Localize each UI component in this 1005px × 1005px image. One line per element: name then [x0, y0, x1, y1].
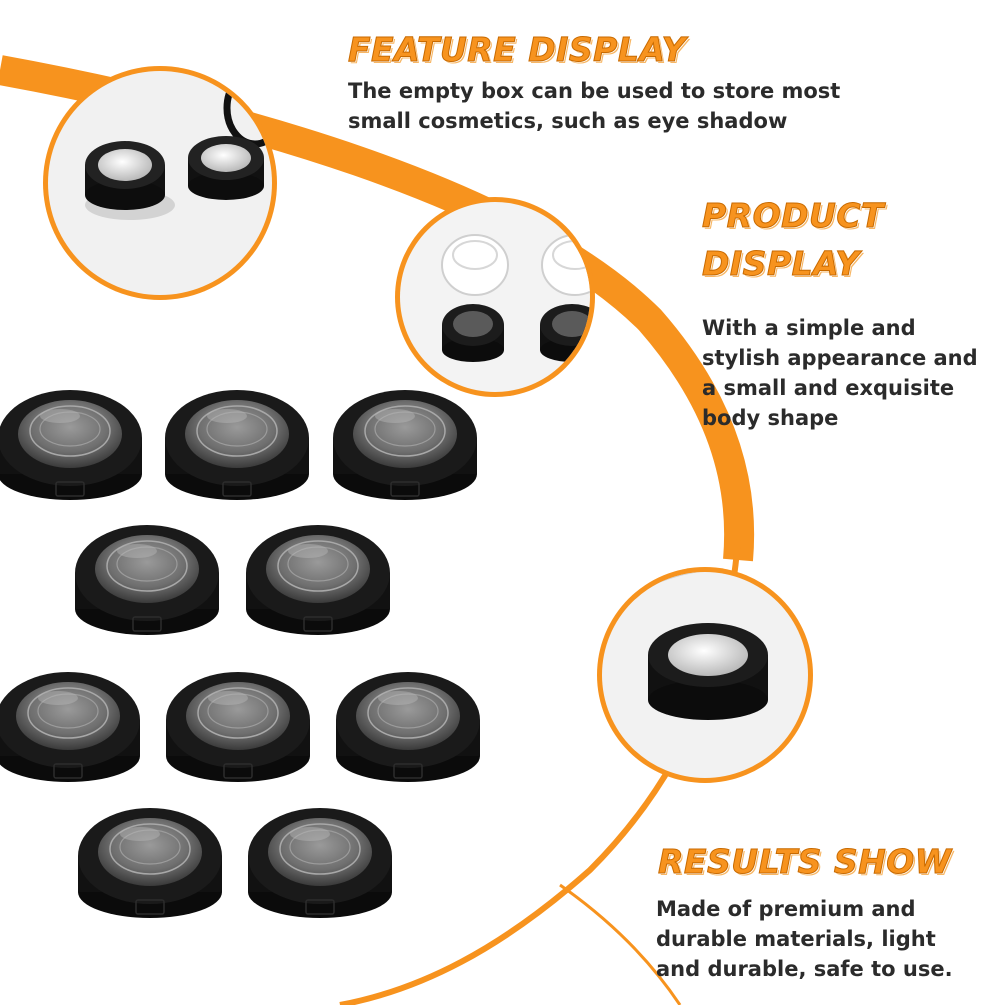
heading-line: DISPLAY [701, 244, 860, 284]
text-line: stylish appearance and [702, 346, 978, 370]
text-line: small cosmetics, such as eye shadow [348, 109, 788, 133]
text-line: With a simple and [702, 316, 916, 340]
text-line: a small and exquisite [702, 376, 955, 400]
feature-display-text: The empty box can be used to store most … [348, 76, 840, 136]
results-show-heading: RESULTS SHOW [658, 838, 952, 886]
heading-line: FEATURE DISPLAY [347, 30, 687, 70]
product-display-text: With a simple and stylish appearance and… [702, 313, 978, 433]
text-line: The empty box can be used to store most [348, 79, 841, 103]
text-line: and durable, safe to use. [656, 957, 953, 981]
heading-line: RESULTS SHOW [658, 842, 952, 882]
text-line: body shape [702, 406, 839, 430]
text-line: Made of premium and [656, 897, 916, 921]
text-line: durable materials, light [656, 927, 936, 951]
feature-display-heading: FEATURE DISPLAY [347, 26, 687, 74]
results-show-text: Made of premium and durable materials, l… [656, 894, 953, 984]
jar-group [0, 389, 481, 919]
product-display-heading: PRODUCT DISPLAY [701, 192, 885, 288]
heading-line: PRODUCT [701, 196, 885, 236]
